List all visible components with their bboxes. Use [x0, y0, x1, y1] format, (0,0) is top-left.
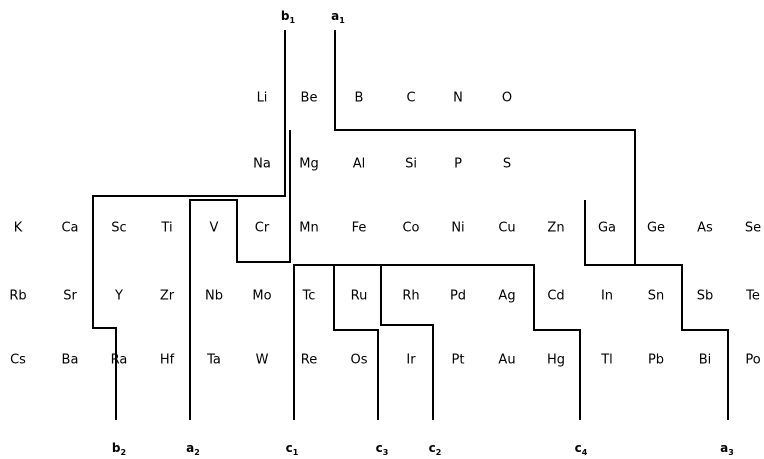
element-pd: Pd [450, 289, 466, 304]
element-cd: Cd [547, 289, 564, 304]
element-c: C [406, 91, 415, 106]
label-c4: c4 [575, 441, 588, 457]
element-ir: Ir [406, 353, 416, 368]
element-as: As [697, 221, 713, 236]
element-pb: Pb [648, 353, 664, 368]
boundary-lines [92, 30, 729, 420]
element-os: Os [350, 353, 367, 368]
element-ba: Ba [62, 353, 79, 368]
label-c3: c3 [376, 441, 389, 457]
element-li: Li [257, 91, 268, 106]
element-al: Al [353, 157, 366, 172]
boundary-line-c2 [380, 265, 434, 420]
element-rh: Rh [402, 289, 419, 304]
element-ta: Ta [206, 353, 221, 368]
boundary-line-b1 [92, 30, 286, 420]
element-na: Na [253, 157, 271, 172]
boundary-labels: b1 a1 b2 a2 c1 c3 c2 c4 a3 [112, 9, 734, 457]
element-nb: Nb [205, 289, 223, 304]
element-sr: Sr [63, 289, 77, 304]
element-fe: Fe [352, 221, 367, 236]
element-ni: Ni [451, 221, 464, 236]
element-hg: Hg [547, 353, 565, 368]
element-ag: Ag [498, 289, 515, 304]
label-c2: c2 [429, 441, 442, 457]
element-in: In [601, 289, 613, 304]
element-bi: Bi [699, 353, 712, 368]
element-te: Te [745, 289, 760, 304]
boundary-line-a2 [189, 130, 291, 420]
element-rb: Rb [9, 289, 26, 304]
element-cs: Cs [10, 353, 26, 368]
element-ti: Ti [160, 221, 172, 236]
element-sn: Sn [648, 289, 665, 304]
element-mn: Mn [299, 221, 318, 236]
element-ra: Ra [111, 353, 128, 368]
element-ga: Ga [598, 221, 616, 236]
element-v: V [210, 221, 219, 236]
label-b2: b2 [112, 441, 126, 457]
element-au: Au [498, 353, 515, 368]
element-s: S [503, 157, 511, 172]
element-re: Re [301, 353, 317, 368]
element-ge: Ge [647, 221, 665, 236]
element-n: N [453, 91, 463, 106]
label-a1: a1 [331, 9, 345, 25]
element-ca: Ca [61, 221, 78, 236]
label-b1: b1 [281, 9, 296, 25]
element-co: Co [402, 221, 419, 236]
element-tc: Tc [302, 289, 316, 304]
boundary-line-c3 [333, 265, 379, 420]
boundary-line-c1 [293, 264, 581, 420]
element-po: Po [745, 353, 760, 368]
element-ru: Ru [351, 289, 368, 304]
element-zr: Zr [160, 289, 175, 304]
element-pt: Pt [452, 353, 465, 368]
element-w: W [256, 353, 269, 368]
element-sb: Sb [697, 289, 714, 304]
element-cr: Cr [255, 221, 270, 236]
label-a2: a2 [186, 441, 200, 457]
element-si: Si [405, 157, 417, 172]
element-symbols: Li Be B C N O Na Mg Al Si P S K Ca Sc Ti V Cr Mn Fe Co Ni Cu Zn… [9, 91, 761, 368]
element-be: Be [301, 91, 318, 106]
element-mg: Mg [299, 157, 318, 172]
element-b: B [355, 91, 364, 106]
element-o: O [502, 91, 512, 106]
label-a3: a3 [720, 441, 734, 457]
element-se: Se [745, 221, 761, 236]
element-cu: Cu [498, 221, 515, 236]
label-c1: c1 [286, 441, 299, 457]
element-zn: Zn [547, 221, 564, 236]
element-k: K [14, 221, 23, 236]
element-hf: Hf [160, 353, 175, 368]
element-mo: Mo [252, 289, 271, 304]
element-tl: Tl [600, 353, 613, 368]
boundary-line-a3 [584, 200, 729, 420]
element-sc: Sc [111, 221, 126, 236]
element-y: Y [114, 289, 123, 304]
element-p: P [454, 157, 462, 172]
boundary-line-a1 [334, 30, 636, 265]
